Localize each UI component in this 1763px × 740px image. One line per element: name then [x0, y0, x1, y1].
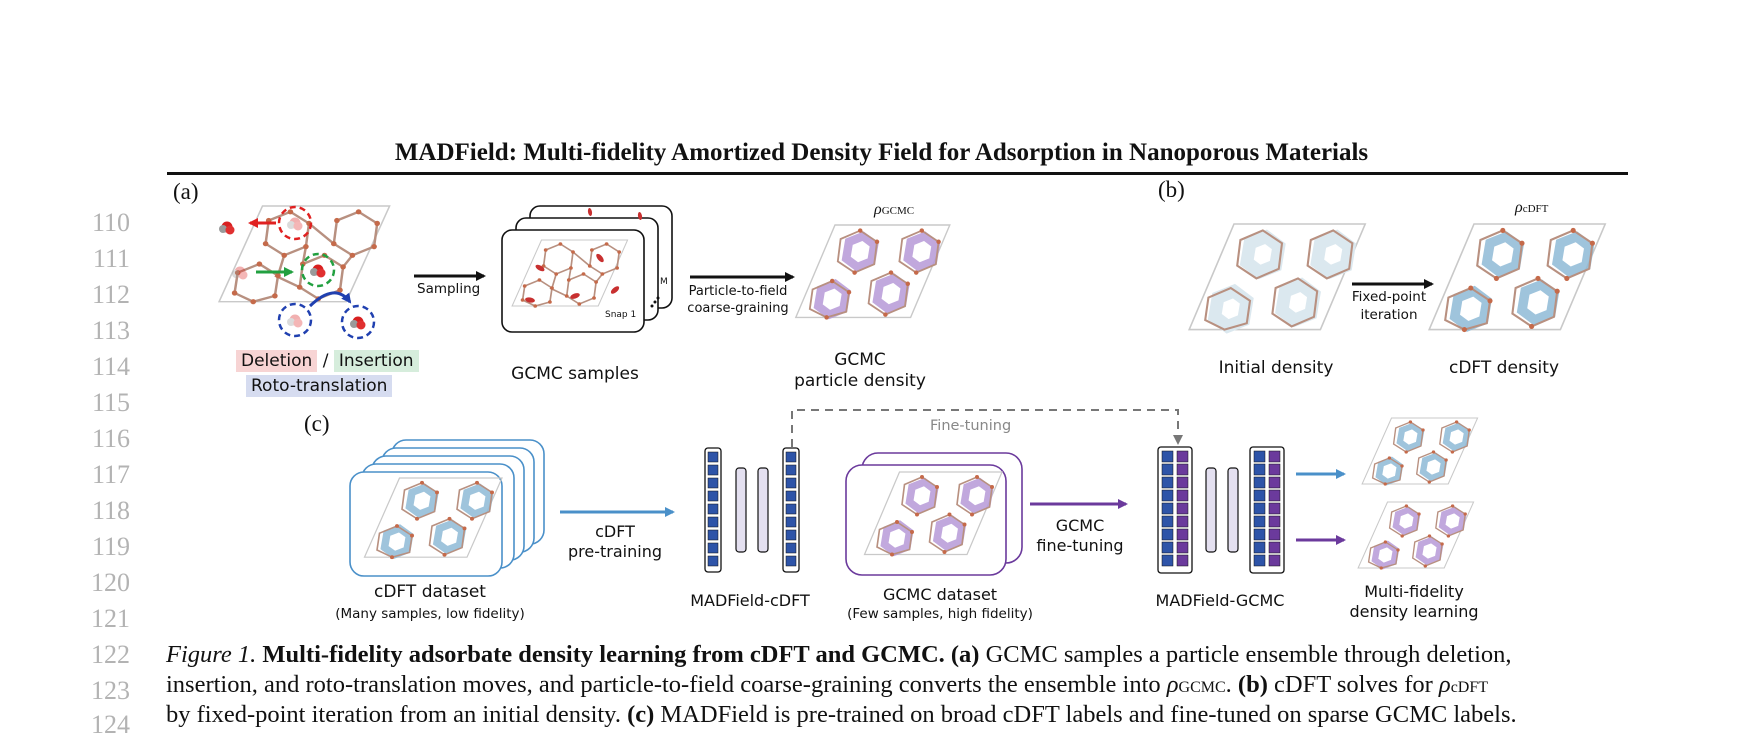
network-cdft: [704, 447, 800, 573]
gcmc-dataset-label: GCMC dataset: [882, 585, 998, 604]
gcmc-density-map: [796, 225, 950, 320]
line-number: 121: [91, 604, 130, 633]
rho-subscript: cDFT: [1522, 203, 1549, 215]
running-header-title: MADField: Multi-fidelity Amortized Densi…: [394, 139, 1369, 166]
madfield-gcmc-label: MADField-GCMC: [1155, 591, 1285, 610]
cdft-dataset-stack: [349, 439, 545, 577]
rho-gcmc-label: ρGCMC: [874, 201, 914, 219]
rho-subscript: cDFT: [1450, 679, 1489, 696]
caption-a-label: (a): [950, 641, 980, 668]
roto-translation-tag: Roto-translation: [246, 375, 393, 397]
coarse-graining-line1: Particle-to-field: [688, 284, 788, 299]
line-number: 113: [91, 316, 130, 345]
rho-symbol: ρ: [874, 201, 882, 218]
caption-rho-gcmc: ρGCMC: [1167, 671, 1226, 698]
sampling-arrow-label: Sampling: [417, 281, 481, 297]
finetuning-line2: fine-tuning: [1036, 536, 1124, 555]
gcmc-dataset-note: (Few samples, high fidelity): [847, 606, 1033, 622]
caption-line-1: Figure 1. Multi-fidelity adsorbate densi…: [166, 641, 1512, 669]
line-number: 110: [91, 208, 130, 237]
gcmc-density-line2: particle density: [794, 371, 926, 391]
gcmc-dataset-stack: [845, 452, 1023, 576]
line-number: 122: [91, 640, 130, 669]
rho-symbol: ρ: [1515, 199, 1523, 216]
caption-b-text: cDFT solves for: [1274, 671, 1433, 698]
paper-page: MADField: Multi-fidelity Amortized Densi…: [91, 139, 1763, 739]
initial-density-map: [1189, 224, 1365, 330]
line-number: 117: [91, 460, 130, 489]
moves-slash: /: [322, 351, 329, 371]
moves-legend-line1: Deletion / Insertion: [236, 350, 419, 372]
gcmc-moves-illustration: [217, 204, 391, 340]
cdft-density-label: cDFT density: [1448, 358, 1560, 378]
caption-line-2: insertion, and roto-translation moves, a…: [166, 671, 1488, 699]
fine-tuning-link-label: Fine-tuning: [930, 418, 1012, 434]
caption-rho-cdft: ρcDFT: [1439, 671, 1488, 698]
rho-symbol: ρ: [1438, 671, 1451, 698]
network-gcmc: [1157, 446, 1285, 574]
figure-number: Figure 1.: [166, 641, 257, 668]
gcmc-samples-label: GCMC samples: [511, 364, 639, 384]
multi-fidelity-line2: density learning: [1349, 602, 1479, 621]
line-number: 120: [91, 568, 130, 597]
snapshot-first-label: Snap 1: [605, 310, 637, 320]
gcmc-density-line1: GCMC: [834, 350, 886, 370]
cdft-density-map: [1429, 224, 1605, 332]
line-number: 112: [91, 280, 130, 309]
snapshot-last-label: M: [660, 277, 668, 287]
line-number: 119: [91, 532, 130, 561]
output-cdft-map: [1362, 418, 1478, 486]
finetuning-line1: GCMC: [1055, 516, 1105, 535]
fine-tuning-link: [791, 409, 1183, 447]
fixed-point-line1: Fixed-point: [1351, 289, 1427, 305]
cdft-dataset-note: (Many samples, low fidelity): [335, 606, 525, 622]
output-gcmc-map: [1358, 502, 1474, 570]
rho-subscript: GCMC: [881, 205, 915, 217]
line-number: 114: [91, 352, 130, 381]
line-number: 111: [92, 244, 130, 273]
panel-c-label: (c): [304, 411, 330, 436]
fixed-point-line2: iteration: [1360, 307, 1418, 323]
caption-a-text-cont: insertion, and roto-translation moves, a…: [166, 671, 1161, 698]
line-number: 116: [91, 424, 130, 453]
pretraining-line2: pre-training: [568, 542, 662, 561]
panel-b-label: (b): [1158, 177, 1185, 202]
rho-subscript: GCMC: [1178, 679, 1226, 696]
caption-line-3: by fixed-point iteration from an initial…: [166, 701, 1517, 729]
insertion-tag: Insertion: [333, 350, 419, 372]
madfield-cdft-label: MADField-cDFT: [690, 591, 810, 610]
caption-title: Multi-fidelity adsorbate density learnin…: [262, 641, 945, 668]
rho-cdft-label: ρcDFT: [1515, 199, 1548, 217]
gcmc-snapshot-stack: [501, 205, 673, 333]
coarse-graining-line2: coarse-graining: [687, 301, 789, 316]
line-number: 123: [91, 676, 130, 705]
header-rule: [167, 172, 1628, 175]
moves-legend-line2: Roto-translation: [246, 375, 393, 397]
cdft-dataset-label: cDFT dataset: [374, 582, 486, 602]
caption-b-label: (b): [1237, 671, 1268, 698]
line-number: 115: [91, 388, 130, 417]
figure-graphics: [217, 204, 1763, 577]
pretraining-line1: cDFT: [595, 522, 635, 541]
initial-density-label: Initial density: [1218, 358, 1334, 378]
panel-a-label: (a): [173, 179, 199, 204]
deletion-tag: Deletion: [236, 350, 318, 372]
rho-symbol: ρ: [1166, 671, 1179, 698]
caption-a-text: GCMC samples a particle ensemble through…: [985, 641, 1512, 668]
caption-period: .: [1225, 671, 1232, 698]
multi-fidelity-line1: Multi-fidelity: [1364, 582, 1464, 601]
line-number: 118: [91, 496, 130, 525]
